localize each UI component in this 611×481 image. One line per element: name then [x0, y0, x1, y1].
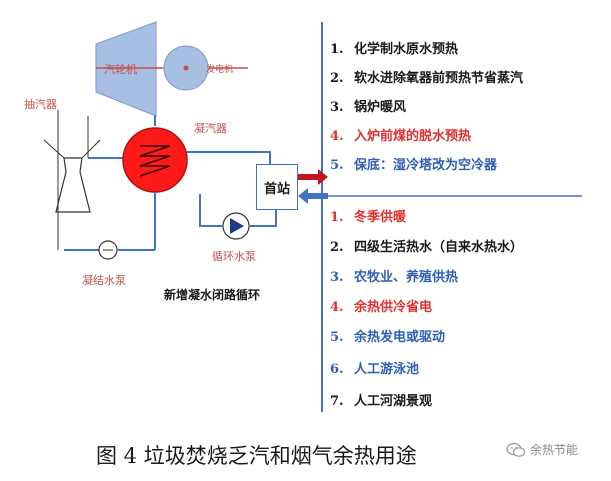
list-item: 7.人工河湖景观 — [330, 394, 433, 409]
condenser-shape — [122, 127, 188, 193]
circ-pipe — [199, 194, 222, 227]
watermark-text: 余热节能 — [530, 443, 579, 457]
list-item: 4.余热供冷省电 — [330, 300, 433, 315]
heating-station: 首站 — [256, 164, 298, 210]
circ-pump-label: 循环水泵 — [212, 250, 256, 263]
wechat-icon — [506, 442, 526, 457]
cooling-tower — [55, 157, 91, 213]
list-item: 1.化学制水原水预热 — [330, 42, 459, 57]
list-item: 1.冬季供暖 — [330, 210, 407, 225]
turbine-label: 汽轮机 — [104, 63, 137, 76]
list-item: 5.保底：湿冷塔改为空冷器 — [330, 158, 498, 173]
new-loop-label: 新增凝水闭路循环 — [164, 288, 261, 302]
figure-caption: 图 4 垃圾焚烧乏汽和烟气余热用途 — [96, 444, 417, 468]
list-item: 3.农牧业、养殖供热 — [330, 270, 459, 285]
extractor-label: 抽汽器 — [24, 98, 57, 111]
circulation-pump-arrow — [230, 218, 244, 234]
condenser-coil — [139, 145, 171, 177]
tower-line-4 — [81, 139, 101, 159]
list-item: 4.入炉前煤的脱水预热 — [330, 129, 472, 144]
watermark: 余热节能 — [506, 441, 578, 458]
cond-pump-label: 凝结水泵 — [82, 274, 126, 287]
list-item: 2.四级生活热水（自来水热水） — [330, 240, 524, 255]
return-loop-pipe — [250, 208, 277, 227]
hot-loop-pipe — [187, 151, 271, 164]
condenser-label: 凝汽器 — [194, 122, 227, 135]
arrow-out — [298, 169, 328, 185]
arrow-in — [298, 188, 328, 204]
shaft-dot — [183, 65, 189, 71]
list-item: 5.余热发电或驱动 — [330, 330, 446, 345]
list-item: 6.人工游泳池 — [330, 362, 420, 377]
tower-line-3 — [43, 139, 65, 159]
list-item: 3.锅炉暖风 — [330, 100, 407, 115]
generator-label: 发电机 — [206, 65, 234, 75]
list-item: 2.软水进除氧器前预热节省蒸汽 — [330, 71, 524, 86]
